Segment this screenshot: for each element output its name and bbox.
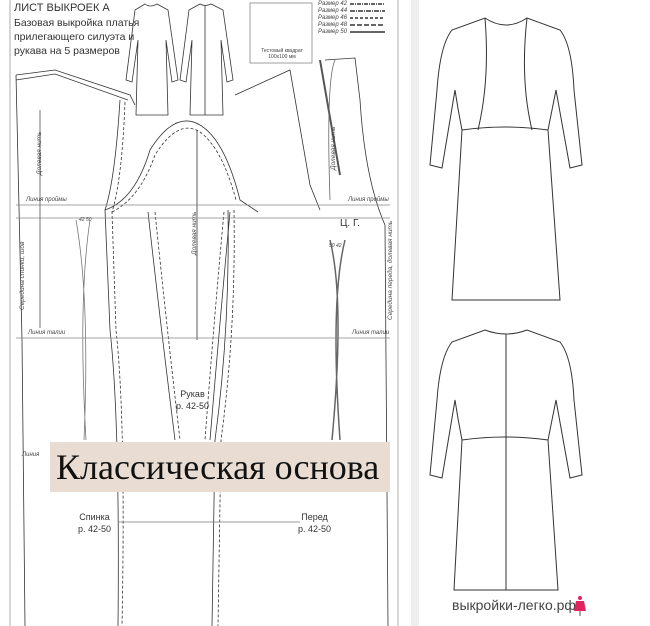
back-label: Спинка р. 42-50: [78, 511, 111, 535]
back-dart-sizes: 42 50: [79, 217, 92, 223]
legend-size-44: Размер 44: [318, 8, 348, 14]
legend-size-50: Размер 50: [318, 29, 348, 35]
front-label: Перед р. 42-50: [298, 511, 331, 535]
sheet-title: ЛИСТ ВЫКРОЕК А: [14, 2, 110, 14]
size-legend: [350, 3, 385, 33]
pattern-drawing: [9, 0, 399, 626]
watermark-text: выкройки-легко.рф: [452, 597, 576, 613]
dress-sketch-back: [179, 3, 234, 116]
sleeve-sizes: р. 42-50: [176, 401, 210, 411]
sleeve-piece: [104, 120, 259, 441]
waist-line-label-front: Линия талии: [352, 330, 390, 336]
front-piece: [211, 57, 389, 626]
waist-line-label-back: Линия талии: [28, 330, 66, 336]
armhole-line-label-back: Линия проймы: [26, 197, 67, 203]
bust-center-label: Ц. Г.: [340, 218, 360, 229]
sleeve-name: Рукав: [180, 389, 205, 399]
dress-sketch-front: [125, 3, 179, 116]
test-square: [249, 2, 313, 64]
hip-line-label: Линия: [22, 452, 40, 458]
front-name: Перед: [301, 512, 328, 522]
banner-text: Классическая основа: [56, 447, 380, 487]
dress-illustration-front: [429, 17, 583, 301]
back-sizes: р. 42-50: [78, 524, 112, 534]
front-dart-sizes: 50 42: [329, 243, 342, 249]
back-name: Спинка: [79, 512, 110, 522]
sleeve-label: Рукав р. 42-50: [176, 388, 209, 412]
legend-size-46: Размер 46: [318, 15, 348, 21]
armhole-line-label-front: Линия проймы: [348, 197, 389, 203]
front-sizes: р. 42-50: [298, 524, 332, 534]
legend-size-48: Размер 48: [318, 22, 348, 28]
title-banner: Классическая основа: [50, 442, 390, 492]
test-square-label: Тестовый квадрат 100х100 мм: [261, 48, 303, 60]
dress-illustration-back: [429, 329, 583, 591]
sheet-subtitle: Базовая выкройка платья прилегающего сил…: [14, 17, 140, 57]
back-piece: [15, 69, 136, 626]
legend-size-42: Размер 42: [318, 1, 348, 7]
pattern-sheet: ЛИСТ ВЫКРОЕК А Базовая выкройка платья п…: [9, 0, 399, 626]
